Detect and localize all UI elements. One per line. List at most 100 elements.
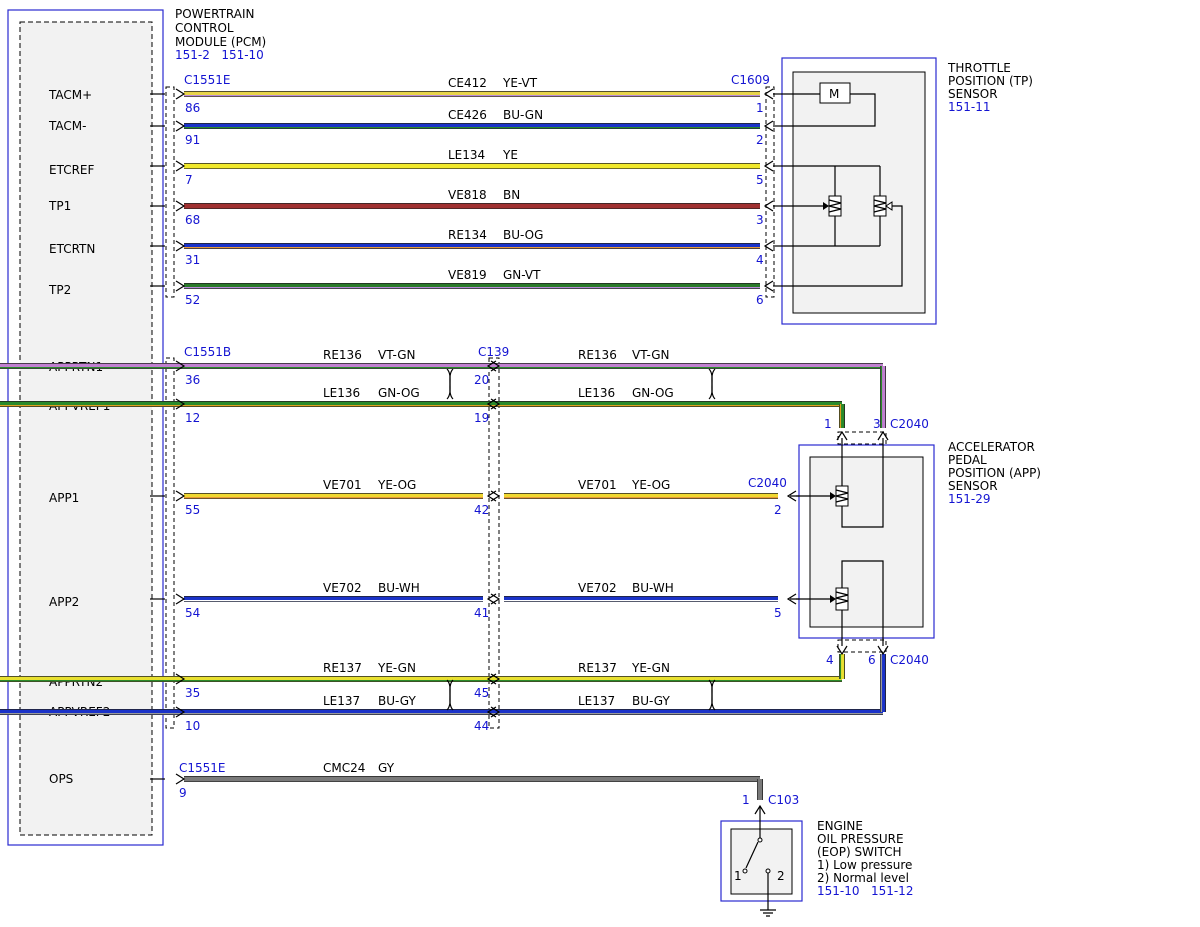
tp-wire-0-pin-left: 86 — [185, 101, 200, 115]
pcm-pin-app1: APP1 — [49, 491, 79, 505]
app-wire-0-pin-left: 36 — [185, 373, 200, 387]
app-wire-3-color-left: BU-WH — [378, 581, 420, 595]
motor-icon — [819, 82, 851, 104]
tp-wire-1-arrow-right — [763, 120, 774, 132]
app-wire-1-pin-right: 1 — [824, 417, 832, 431]
app-wire-0-color-right: VT-GN — [632, 348, 669, 362]
app-wire-1-arrow-sensor — [836, 430, 848, 441]
app-wire-4-circuit-left: RE137 — [323, 661, 362, 675]
ops-wire-arrow-left — [175, 773, 186, 785]
tp-wire-3-arrow-left — [175, 200, 186, 212]
app-wire-1-circuit-left: LE136 — [323, 386, 360, 400]
pcm-module — [7, 9, 164, 846]
app-title-line4: SENSOR — [948, 479, 998, 493]
app-wire-5-arrow-left — [175, 706, 186, 718]
connector-c1551b-body — [165, 357, 175, 729]
tp-wire-1-circuit: CE426 — [448, 108, 487, 122]
app-wire-0-pin-right: 3 — [873, 417, 881, 431]
app-wire-3-circuit-right: VE702 — [578, 581, 617, 595]
app-wire-5-circuit-left: LE137 — [323, 694, 360, 708]
eop-note-2: 2) Normal level — [817, 871, 909, 885]
motor-label: M — [829, 87, 839, 101]
ops-wire-pin-right: 1 — [742, 793, 750, 807]
eop-title-line2: OIL PRESSURE — [817, 832, 904, 846]
app-wire-1-color-left: GN-OG — [378, 386, 420, 400]
twist-pair-2-right-b — [708, 679, 716, 711]
app-wire-0-arrow-mid-b — [490, 360, 501, 372]
pcm-title-line2: CONTROL — [175, 21, 234, 35]
app-wire-4-color-left: YE-GN — [377, 661, 416, 675]
tp-wire-4-arrow-right — [763, 240, 774, 252]
app-wire-4-pin-left: 35 — [185, 686, 200, 700]
app-wire-3-pin-left: 54 — [185, 606, 200, 620]
ground-icon — [760, 909, 776, 917]
ops-wire-circuit: CMC24 — [323, 761, 365, 775]
eop-note-1: 1) Low pressure — [817, 858, 912, 872]
tp-wire-5-pin-right: 6 — [756, 293, 764, 307]
app-wire-0-circuit-right: RE136 — [578, 348, 617, 362]
pcm-pin-etcrtn: ETCRTN — [49, 242, 95, 256]
connector-c1551e-bottom: C1551E — [179, 761, 226, 775]
tp-wire-1-color: BU-GN — [503, 108, 543, 122]
app-wire-2-arrow-sensor — [786, 490, 797, 502]
tp-wire-4-arrow-left — [175, 240, 186, 252]
tp-wire-5-color: GN-VT — [503, 268, 541, 282]
pcm-pin-tp1: TP1 — [48, 199, 71, 213]
tp-wire-5-arrow-left — [175, 280, 186, 292]
ops-wire-color: GY — [378, 761, 395, 775]
eop-title-line1: ENGINE — [817, 819, 863, 833]
tp-title-line1: THROTTLE — [947, 61, 1011, 75]
connector-c1609-body — [765, 86, 775, 298]
app-wire-5-pin-left: 10 — [185, 719, 200, 733]
ops-wire-pin-left: 9 — [179, 786, 187, 800]
app-wire-3-circuit-left: VE702 — [323, 581, 362, 595]
app-wire-5-pin-mid: 44 — [474, 719, 489, 733]
app-wire-5-arrow-sensor — [877, 645, 889, 656]
tp-wire-3-arrow-right — [763, 200, 774, 212]
app-wire-2-pin-mid: 42 — [474, 503, 489, 517]
tp-wire-3-circuit: VE818 — [448, 188, 487, 202]
tp-wire-1-pin-left: 91 — [185, 133, 200, 147]
app-title-line3: POSITION (APP) — [948, 466, 1041, 480]
connector-c1551e-top: C1551E — [184, 73, 231, 87]
app-wire-4-pin-right: 4 — [826, 653, 834, 667]
tp-wire-4-circuit: RE134 — [448, 228, 487, 242]
app-wire-1-arrow-left — [175, 398, 186, 410]
tp-wire-0-circuit: CE412 — [448, 76, 487, 90]
app-wire-0-circuit-left: RE136 — [323, 348, 362, 362]
connector-c139-body — [488, 357, 500, 729]
app-wire-5-pin-right: 6 — [868, 653, 876, 667]
tp-wire-5-pin-left: 52 — [185, 293, 200, 307]
tp-wire-1-pin-right: 2 — [756, 133, 764, 147]
app-wire-0-arrow-left — [175, 360, 186, 372]
app-wire-1-arrow-mid-b — [490, 398, 501, 410]
tp-wire-3-pin-left: 68 — [185, 213, 200, 227]
pcm-title-line3: MODULE (PCM) — [175, 35, 266, 49]
tp-wire-5-arrow-right — [763, 280, 774, 292]
app-wire-2-arrow-left — [175, 490, 186, 502]
app-wire-0-arrow-sensor — [877, 430, 889, 441]
tp-wire-2-arrow-right — [763, 160, 774, 172]
app-wire-2-color-right: YE-OG — [631, 478, 670, 492]
twist-pair-1-left-b — [446, 368, 454, 400]
app-wire-5-circuit-right: LE137 — [578, 694, 615, 708]
app-wire-2-color-left: YE-OG — [377, 478, 416, 492]
app-wire-3-pin-right: 5 — [774, 606, 782, 620]
app-wire-0-pin-mid: 20 — [474, 373, 489, 387]
app-wire-3-arrow-left — [175, 593, 186, 605]
tp-wire-2-color: YE — [502, 148, 518, 162]
eop-switch — [720, 818, 803, 917]
tp-wire-0-pin-right: 1 — [756, 101, 764, 115]
connector-c1551e-body — [165, 86, 175, 298]
app-wire-4-pin-mid: 45 — [474, 686, 489, 700]
tp-title-line3: SENSOR — [948, 87, 998, 101]
app-wire-2-circuit-left: VE701 — [323, 478, 362, 492]
tp-wire-0-arrow-left — [175, 88, 186, 100]
app-wire-4-circuit-right: RE137 — [578, 661, 617, 675]
tp-wire-4-color: BU-OG — [503, 228, 543, 242]
app-wire-1-pin-left: 12 — [185, 411, 200, 425]
app-wire-3-color-right: BU-WH — [632, 581, 674, 595]
tp-wire-4-pin-left: 31 — [185, 253, 200, 267]
